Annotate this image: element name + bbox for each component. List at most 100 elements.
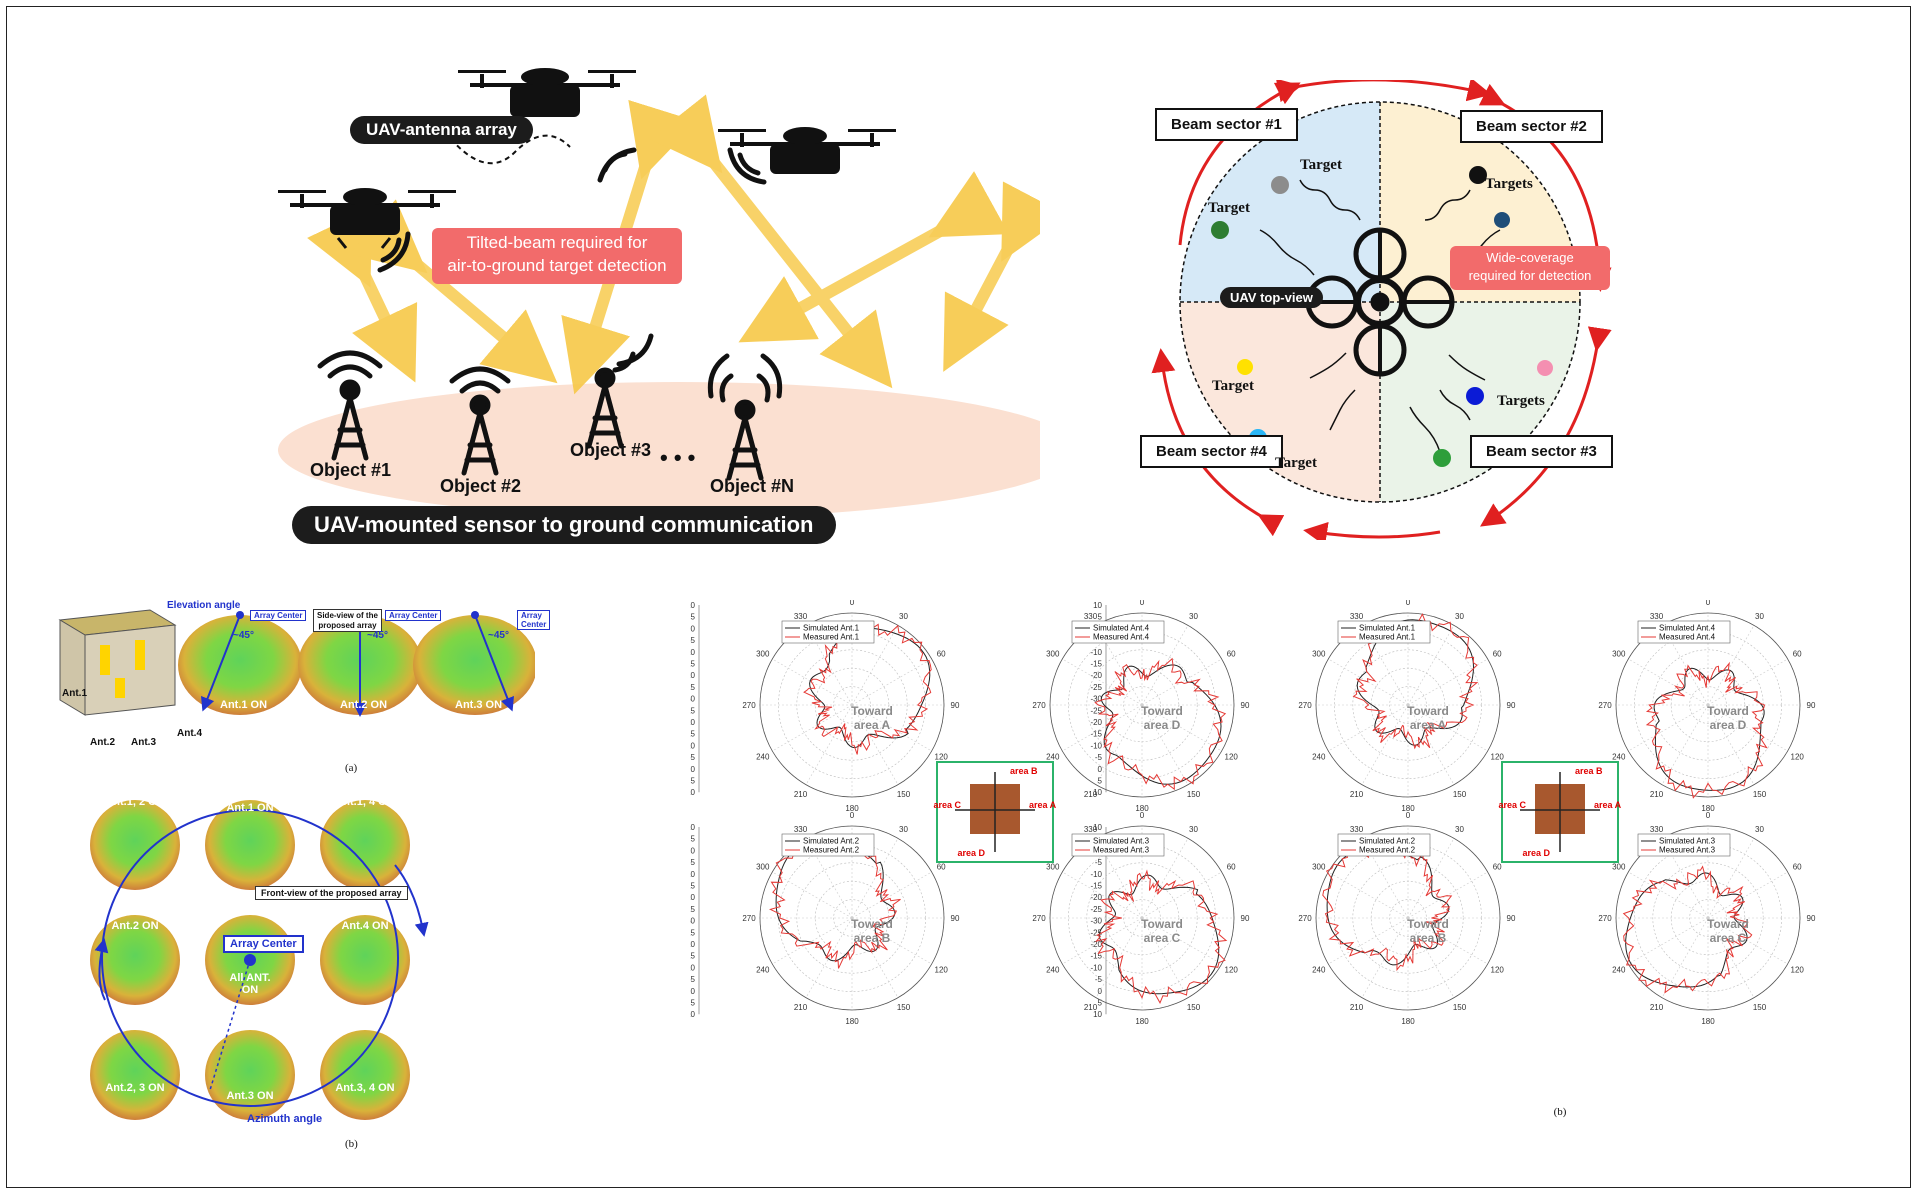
polar-spoke bbox=[1407, 917, 1455, 998]
polar-spoke bbox=[1328, 704, 1409, 752]
polar-spoke bbox=[1095, 704, 1143, 785]
angle-label: 270 bbox=[1032, 914, 1046, 923]
polar-spoke bbox=[851, 871, 932, 919]
angle-label: 300 bbox=[1312, 650, 1326, 659]
radial-tick: -15 bbox=[690, 660, 696, 669]
polar-spoke bbox=[851, 704, 932, 752]
area-c-label: area C bbox=[933, 800, 961, 810]
polar-spoke bbox=[1141, 917, 1189, 998]
angle-label: 180 bbox=[1135, 804, 1149, 813]
antenna-sim-panel: Elevation angle Array Center Array Cente… bbox=[55, 600, 551, 1160]
polar-spoke bbox=[1707, 838, 1755, 919]
target-dot-black bbox=[1469, 166, 1487, 184]
toward-area-label: area D bbox=[1144, 718, 1181, 732]
polar-grid-ring bbox=[796, 649, 908, 761]
target-dot-gray bbox=[1271, 176, 1289, 194]
polar-plots-graphic: 1050-5-10-15-20-25-30-25-20-15-10-505101… bbox=[690, 600, 1816, 1118]
legend-simulated-label: Simulated Ant.4 bbox=[1093, 624, 1150, 633]
angle-label: 180 bbox=[845, 804, 859, 813]
radial-tick: 10 bbox=[1093, 601, 1102, 610]
polar-spoke bbox=[1062, 917, 1143, 965]
area-b-label: area B bbox=[1010, 766, 1038, 776]
polar-spoke bbox=[1707, 871, 1788, 919]
polar-grid-ring bbox=[833, 899, 871, 937]
radial-tick: -10 bbox=[690, 870, 696, 879]
legend-box bbox=[1637, 620, 1731, 644]
array-center-big-label: Array Center bbox=[223, 935, 304, 953]
array-center-label-1: Array Center bbox=[250, 610, 307, 621]
polar-spoke bbox=[1328, 871, 1409, 919]
area-c-label: area C bbox=[1498, 800, 1526, 810]
polar-grid-ring bbox=[1652, 862, 1764, 974]
polar-spoke bbox=[1141, 704, 1222, 752]
polar-grid-ring bbox=[833, 686, 871, 724]
angle-label: 30 bbox=[1755, 612, 1764, 621]
polar-spoke bbox=[851, 917, 899, 998]
polar-spoke bbox=[772, 658, 853, 706]
radial-tick: -15 bbox=[1090, 882, 1102, 891]
target-dot-yellow bbox=[1237, 359, 1253, 375]
radial-tick: -10 bbox=[690, 648, 696, 657]
angle-label: 180 bbox=[1701, 804, 1715, 813]
polar-spoke bbox=[1707, 917, 1788, 965]
polar-spoke bbox=[1407, 704, 1455, 785]
measured-pattern bbox=[768, 834, 901, 969]
angle-label: 90 bbox=[1807, 914, 1816, 923]
ground-ellipse bbox=[278, 382, 1040, 518]
radial-tick: 0 bbox=[1098, 765, 1103, 774]
measured-pattern bbox=[1645, 661, 1768, 799]
angle-label: 180 bbox=[1401, 804, 1415, 813]
array-center-label-3: Array Center bbox=[517, 610, 551, 630]
angle-label: 30 bbox=[899, 612, 908, 621]
grid-label-ant2: Ant.2 ON bbox=[111, 920, 159, 932]
side-view-label: Side-view of the proposed array bbox=[313, 609, 382, 633]
angle-label: 0 bbox=[1140, 811, 1145, 820]
object-2-label: Object #2 bbox=[440, 476, 522, 496]
bottom-banner: UAV-mounted sensor to ground communicati… bbox=[292, 506, 836, 544]
wide-coverage-line-2: required for detection bbox=[1468, 267, 1592, 283]
angle-label: 210 bbox=[1350, 1003, 1364, 1012]
legend-box bbox=[781, 833, 875, 857]
radial-tick: -20 bbox=[1090, 671, 1102, 680]
polar-spoke bbox=[1407, 917, 1488, 965]
wide-coverage-callout: Wide-coverage required for detection bbox=[1450, 246, 1610, 290]
radial-tick: 5 bbox=[1098, 777, 1103, 786]
side-view-line-2: proposed array bbox=[318, 620, 377, 630]
deg45-label-3: ~45° bbox=[488, 630, 509, 641]
target-label-6: Targets bbox=[1497, 393, 1545, 409]
polar-spoke bbox=[851, 658, 932, 706]
angle-label: 0 bbox=[1406, 811, 1411, 820]
area-b-label: area B bbox=[1575, 766, 1603, 776]
uav-antenna-array-label: UAV-antenna array bbox=[350, 116, 533, 144]
tilted-beam-line-1: Tilted-beam required for bbox=[466, 233, 648, 252]
simulated-pattern bbox=[1356, 619, 1475, 746]
angle-label: 240 bbox=[1312, 753, 1326, 762]
angle-label: 330 bbox=[1084, 825, 1098, 834]
drone-center bbox=[458, 68, 636, 117]
measured-pattern bbox=[1095, 869, 1228, 1004]
toward-area-label: area C bbox=[1144, 931, 1181, 945]
object-n-label: Object #N bbox=[710, 476, 795, 496]
angle-label: 270 bbox=[742, 914, 756, 923]
target-label-2: Target bbox=[1208, 200, 1250, 216]
polar-grid-ring bbox=[1086, 862, 1198, 974]
angle-label: 30 bbox=[1455, 825, 1464, 834]
target-dot-pink bbox=[1537, 360, 1553, 376]
angle-label: 300 bbox=[1612, 650, 1626, 659]
deg45-label-1: ~45° bbox=[233, 630, 254, 641]
radial-tick: -20 bbox=[690, 940, 696, 949]
legend-measured-label: Measured Ant.1 bbox=[803, 633, 860, 642]
radial-tick: 5 bbox=[1098, 999, 1103, 1008]
angle-label: 270 bbox=[1598, 701, 1612, 710]
angle-label: 30 bbox=[1189, 825, 1198, 834]
target-label-5: Target bbox=[1275, 455, 1317, 471]
beam-sector-1-label: Beam sector #1 bbox=[1155, 108, 1298, 141]
polar-grid-ring bbox=[1086, 649, 1198, 761]
angle-label: 120 bbox=[1225, 966, 1239, 975]
beam-sector-graphic bbox=[1151, 80, 1612, 540]
polar-outer-ring bbox=[759, 825, 945, 1011]
measured-pattern bbox=[803, 623, 932, 755]
polar-outer-ring bbox=[1049, 825, 1235, 1011]
radial-tick: 10 bbox=[690, 601, 696, 610]
beam-sector-2-label: Beam sector #2 bbox=[1460, 110, 1603, 143]
